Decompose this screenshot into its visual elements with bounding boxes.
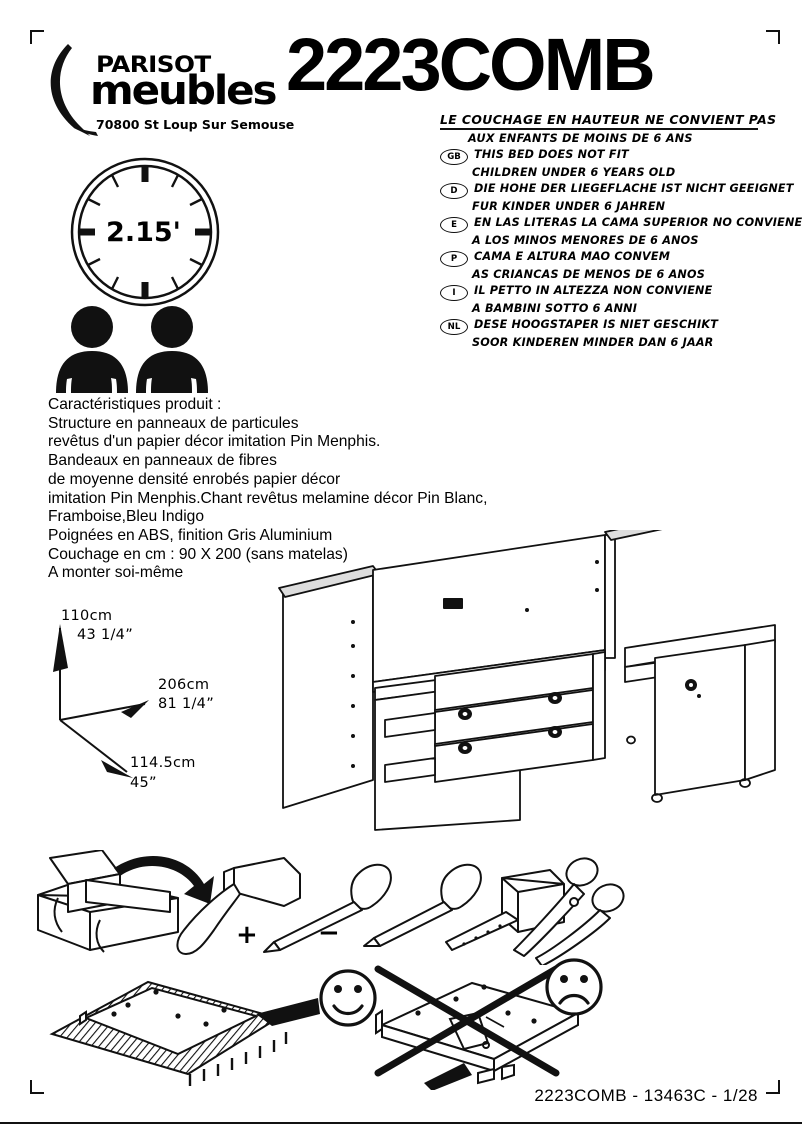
flathead-symbol: − <box>318 918 340 948</box>
assembly-time-clock: 2.15' <box>63 152 228 312</box>
crop-mark-top-left <box>30 30 44 44</box>
warning-text-line1: THIS BED DOES NOT FIT <box>474 148 629 161</box>
toolbox-arrow-icon <box>114 856 214 904</box>
loft-bed-desk-drawing <box>278 511 776 831</box>
tools-icons <box>37 849 625 967</box>
assembly-time-label: 2.15' <box>106 216 181 248</box>
warning-text-line2: FUR KINDER UNDER 6 JAHREN <box>472 200 666 213</box>
dimension-width-cm: 206cm <box>158 677 210 693</box>
product-specifications: Caractéristiques produit : Structure en … <box>48 396 628 583</box>
country-badge-gb: GB <box>440 149 468 165</box>
country-badge-i: I <box>440 285 468 301</box>
crop-mark-bottom-right <box>766 1080 780 1094</box>
pointer-arrow-icon <box>256 998 320 1026</box>
scissors-icon <box>513 857 625 967</box>
dimension-depth-cm: 114.5cm <box>130 755 196 771</box>
spec-line: revêtus d'un papier décor imitation Pin … <box>48 433 381 451</box>
warning-text-line1: DIE HOHE DER LIEGEFLACHE IST NICHT GEEIG… <box>474 182 794 195</box>
warning-text-line1: CAMA E ALTURA MAO CONVEM <box>474 250 671 263</box>
warning-text-line2: AS CRIANCAS DE MENOS DE 6 ANOS <box>472 268 705 281</box>
page-bottom-rule <box>0 1122 802 1124</box>
crop-mark-top-right <box>766 30 780 44</box>
spec-line: Bandeaux en panneaux de fibres <box>48 452 277 470</box>
spec-line: imitation Pin Menphis.Chant revêtus mela… <box>48 489 488 507</box>
warning-headline: LE COUCHAGE EN HAUTEUR NE CONVIENT PAS <box>440 112 777 127</box>
pointer-arrow-icon <box>424 1063 472 1091</box>
warning-translation-row: P CAMA E ALTURA MAO CONVEM <box>440 250 780 267</box>
spec-line: Poignées en ABS, finition Gris Aluminium <box>48 526 333 544</box>
spec-line: A monter soi-même <box>48 564 184 582</box>
assemble-on-carpet-icon <box>49 969 377 1086</box>
phillips-symbol: + <box>236 920 258 950</box>
flat-screwdriver-icon <box>363 863 482 947</box>
clock-icon <box>70 157 220 307</box>
logo-swoosh-icon <box>50 44 98 136</box>
spec-line: Caractéristiques produit : <box>48 396 222 413</box>
warning-text-line2: CHILDREN UNDER 6 YEARS OLD <box>472 166 676 179</box>
warning-text-line1: DESE HOOGSTAPER IS NIET GESCHIKT <box>474 318 719 331</box>
product-illustration <box>275 511 785 840</box>
warning-translation-row: GB THIS BED DOES NOT FIT <box>440 148 780 165</box>
spec-line: Structure en panneaux de particules <box>48 414 299 432</box>
warning-translation-row: E EN LAS LITERAS LA CAMA SUPERIOR NO CON… <box>440 216 802 233</box>
warning-text-line2: SOOR KINDEREN MINDER DAN 6 JAAR <box>472 336 714 349</box>
country-badge-nl: NL <box>440 319 468 335</box>
dimension-width-in: 81 1/4” <box>158 696 215 712</box>
safety-warning-block: LE COUCHAGE EN HAUTEUR NE CONVIENT PAS A… <box>440 112 802 349</box>
warning-text-line2: A BAMBINI SOTTO 6 ANNI <box>472 302 638 315</box>
warning-text-line2: A LOS MINOS MENORES DE 6 ANOS <box>472 234 699 247</box>
page-footer: 2223COMB - 13463C - 1/28 <box>534 1086 758 1105</box>
spec-line: Couchage en cm : 90 X 200 (sans matelas) <box>48 545 348 563</box>
brand-logo: PARISOT meubles 70800 St Loup Sur Semous… <box>38 40 294 140</box>
dimension-depth-in: 45” <box>130 775 157 791</box>
warning-text-line1: IL PETTO IN ALTEZZA NON CONVIENE <box>474 284 713 297</box>
crop-mark-bottom-left <box>30 1080 44 1094</box>
brand-address: 70800 St Loup Sur Semouse <box>96 117 295 132</box>
do-not-assemble-on-hard-floor-icon <box>374 958 603 1091</box>
product-code-title: 2223COMB <box>286 23 656 106</box>
cross-out-icon <box>374 965 560 1077</box>
dimension-callouts: 110cm 43 1/4” 206cm 81 1/4” 114.5cm 45” <box>45 600 295 820</box>
dimension-arrows-icon <box>53 624 149 778</box>
hammer-icon <box>176 857 301 955</box>
country-badge-p: P <box>440 251 468 267</box>
spec-line: de moyenne densité enrobés papier décor <box>48 470 341 488</box>
happy-face-icon <box>319 969 377 1027</box>
brand-name-secondary: meubles <box>90 68 278 114</box>
warning-translation-row: NL DESE HOOGSTAPER IS NIET GESCHIKT <box>440 318 780 335</box>
dimension-height-cm: 110cm <box>61 608 113 624</box>
warning-text-line1: EN LAS LITERAS LA CAMA SUPERIOR NO CONVI… <box>474 216 802 229</box>
brand-name-primary: PARISOT <box>96 53 211 78</box>
required-tools-row <box>28 849 628 967</box>
advice-bad-practice <box>368 955 698 1091</box>
warning-headline-sub: AUX ENFANTS DE MOINS DE 6 ANS <box>468 132 693 145</box>
people-required-icon <box>52 305 222 393</box>
warning-translation-row: D DIE HOHE DER LIEGEFLACHE IST NICHT GEE… <box>440 182 793 199</box>
country-badge-e: E <box>440 217 468 233</box>
warning-divider <box>440 128 758 130</box>
dimension-height-in: 43 1/4” <box>77 627 134 643</box>
country-badge-d: D <box>440 183 468 199</box>
advice-good-practice <box>28 962 388 1087</box>
phillips-screwdriver-icon <box>263 863 392 953</box>
sad-face-icon <box>545 958 603 1016</box>
spec-line: Framboise,Bleu Indigo <box>48 508 205 526</box>
two-person-icon <box>56 306 208 393</box>
warning-translation-row: I IL PETTO IN ALTEZZA NON CONVIENE <box>440 284 780 301</box>
